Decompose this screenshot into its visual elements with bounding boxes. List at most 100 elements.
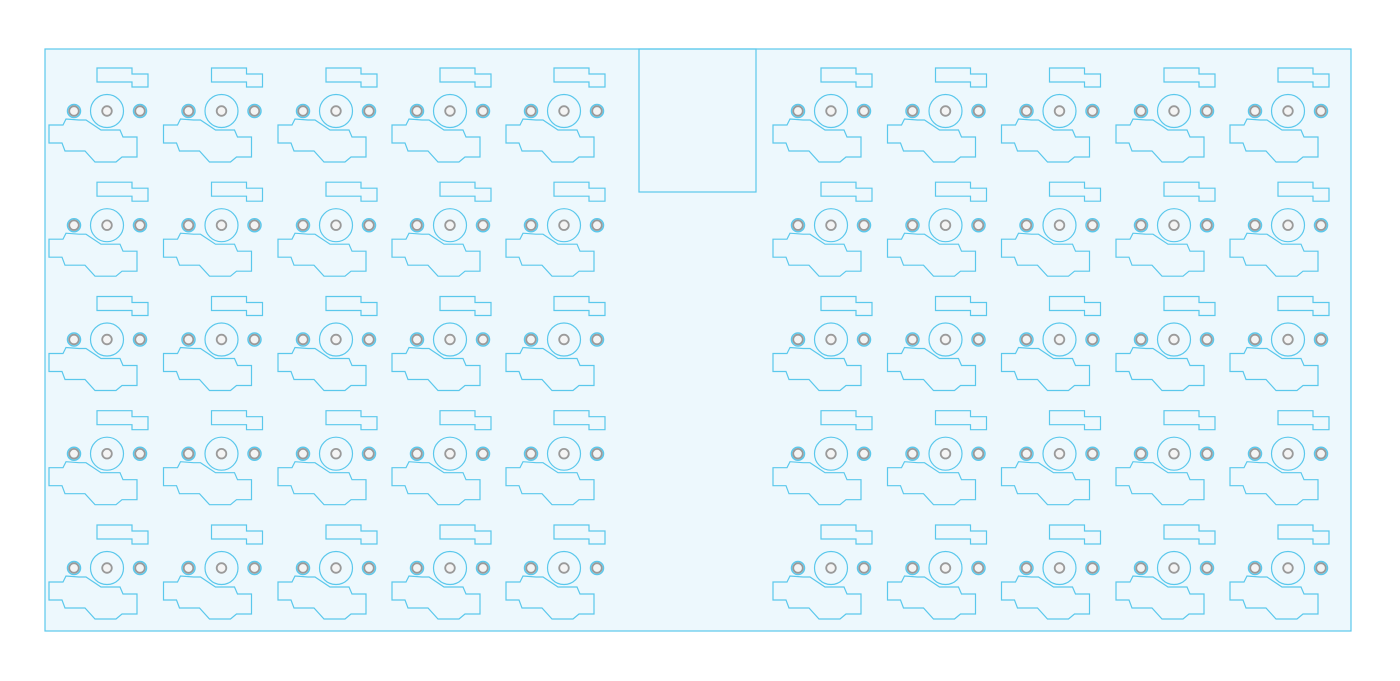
drill-hole: [134, 219, 146, 231]
switch-center-ring: [204, 322, 239, 357]
stabilizer-outline: [325, 524, 378, 545]
drill-hole: [182, 333, 195, 346]
switch-center-ring: [1270, 436, 1306, 471]
drill-hole: [1168, 219, 1180, 231]
hotswap-socket-outline: [277, 232, 367, 277]
switch-footprint-right-r5-c4: [1115, 524, 1216, 620]
pad-ring: [1085, 446, 1100, 461]
pad-ring: [790, 103, 806, 119]
stabilizer-outline: [1163, 295, 1216, 317]
pad-ring: [132, 103, 148, 119]
pad-ring: [247, 560, 262, 576]
drill-hole: [248, 448, 261, 460]
hotswap-socket-outline: [1000, 575, 1091, 620]
switch-footprint-right-r3-c5: [1229, 295, 1330, 392]
drill-hole: [906, 105, 919, 117]
switch-center-ring: [928, 208, 963, 243]
stabilizer-outline: [1163, 67, 1216, 88]
switch-center-ring: [928, 322, 963, 357]
drill-hole: [1315, 448, 1327, 460]
drill-hole: [330, 333, 342, 346]
switch-center-ring: [1270, 550, 1306, 586]
drill-hole: [1020, 105, 1033, 117]
hotswap-socket-outline: [505, 461, 595, 506]
pad-ring: [971, 332, 986, 347]
pad-ring: [295, 446, 311, 461]
drill-hole: [444, 219, 456, 231]
switch-center-ring: [813, 436, 849, 471]
switch-center-ring: [1156, 550, 1192, 586]
stabilizer-outline: [1048, 67, 1102, 88]
drill-hole: [558, 448, 570, 460]
stabilizer-outline: [820, 67, 873, 88]
switch-center-ring: [432, 436, 468, 471]
pad-ring: [132, 217, 148, 233]
switch-footprint-right-r1-c2: [886, 67, 988, 163]
hotswap-socket-outline: [772, 346, 862, 392]
drill-hole: [1168, 333, 1180, 346]
pad-ring: [1133, 446, 1149, 461]
pad-ring: [1019, 332, 1034, 347]
drill-hole: [101, 448, 113, 460]
switch-center-ring: [1042, 208, 1077, 243]
drill-hole: [591, 333, 603, 346]
drill-hole: [297, 448, 309, 460]
drill-hole: [411, 448, 423, 460]
pad-ring: [971, 217, 986, 233]
switch-center-ring: [89, 93, 125, 129]
drill-hole: [792, 448, 804, 460]
drill-hole: [1086, 448, 1099, 460]
pad-ring: [181, 560, 196, 576]
drill-hole: [858, 105, 870, 117]
switch-center-ring: [546, 436, 582, 471]
pad-ring: [1247, 217, 1263, 233]
stabilizer-outline: [1048, 410, 1102, 431]
drill-hole: [134, 105, 146, 117]
switch-center-ring: [318, 550, 354, 586]
switch-footprint-right-r3-c1: [772, 295, 873, 392]
switch-footprint-right-r4-c1: [772, 410, 873, 506]
stabilizer-outline: [934, 67, 988, 88]
pad-ring: [1019, 103, 1034, 119]
pad-ring: [790, 446, 806, 461]
hotswap-socket-outline: [505, 232, 595, 277]
drill-hole: [1282, 219, 1294, 231]
hotswap-socket-outline: [886, 118, 977, 163]
switch-center-ring: [1042, 436, 1077, 471]
pad-ring: [295, 560, 311, 576]
drill-hole: [1135, 448, 1147, 460]
pad-ring: [905, 332, 920, 347]
switch-footprint-right-r2-c3: [1000, 181, 1102, 277]
pad-ring: [1019, 217, 1034, 233]
pad-ring: [523, 332, 539, 347]
pad-ring: [1085, 560, 1100, 576]
drill-hole: [1249, 562, 1261, 574]
stabilizer-outline: [553, 295, 606, 317]
switch-footprint-right-r5-c2: [886, 524, 988, 620]
pad-ring: [1085, 217, 1100, 233]
drill-hole: [1315, 219, 1327, 231]
hotswap-socket-outline: [48, 575, 138, 620]
drill-hole: [1086, 219, 1099, 231]
switch-center-ring: [204, 436, 239, 471]
drill-hole: [1249, 105, 1261, 117]
drill-hole: [825, 562, 837, 574]
stabilizer-outline: [1048, 295, 1102, 317]
drill-hole: [858, 219, 870, 231]
pad-ring: [589, 332, 605, 347]
drill-hole: [558, 105, 570, 117]
drill-hole: [1053, 219, 1066, 231]
stabilizer-outline: [210, 295, 264, 317]
switch-footprint-left-r1-c1: [48, 67, 149, 163]
hotswap-socket-outline: [505, 575, 595, 620]
pad-ring: [523, 560, 539, 576]
stabilizer-outline: [1277, 524, 1330, 545]
switch-footprint-right-r1-c4: [1115, 67, 1216, 163]
switch-center-ring: [204, 93, 239, 129]
drill-hole: [363, 562, 375, 574]
drill-hole: [182, 105, 195, 117]
switch-footprint-left-r1-c4: [391, 67, 492, 163]
drill-hole: [215, 105, 228, 117]
pad-ring: [132, 332, 148, 347]
pad-ring: [905, 103, 920, 119]
